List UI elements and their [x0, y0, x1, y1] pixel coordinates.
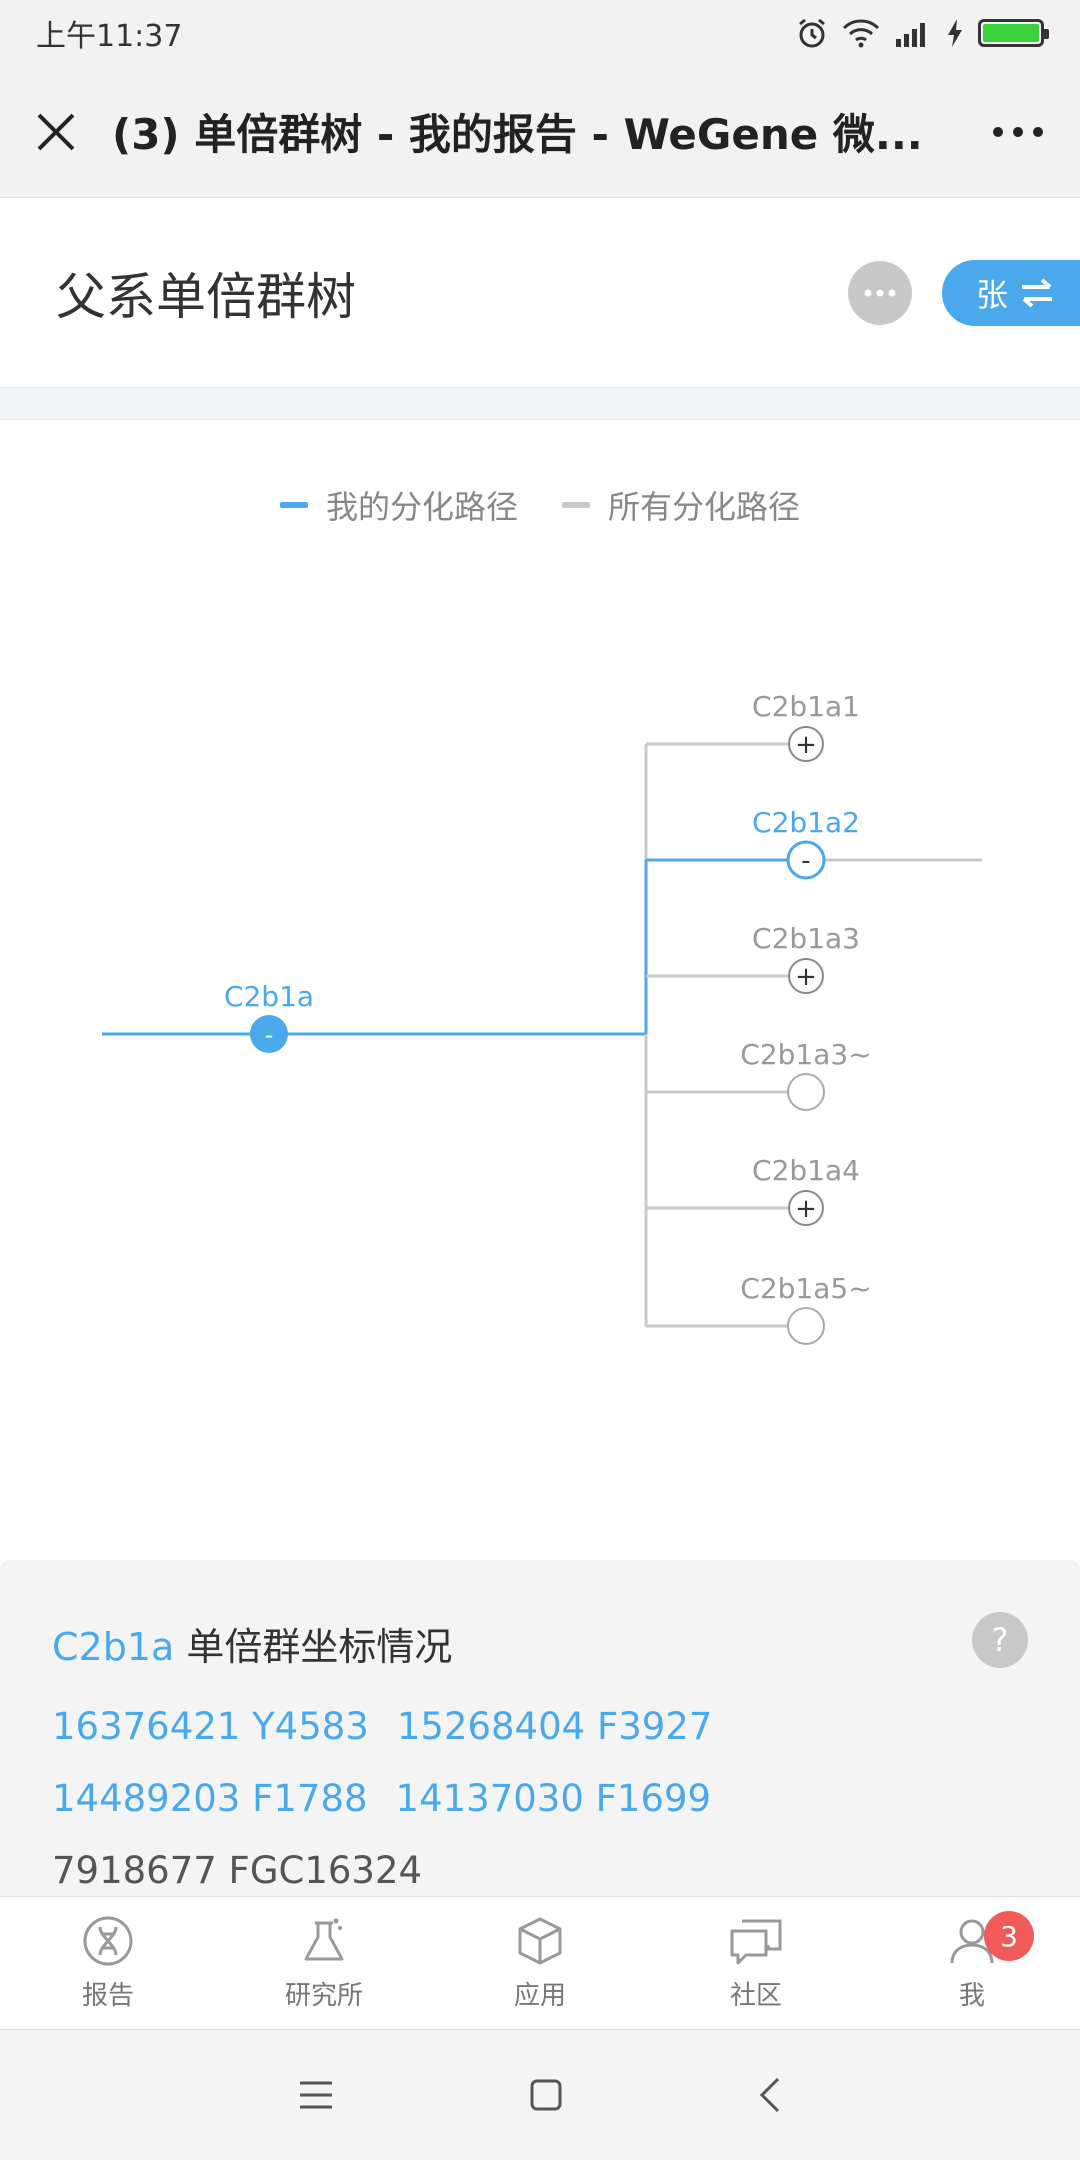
notification-badge: 3 — [984, 1911, 1034, 1961]
menu-icon[interactable] — [298, 2080, 334, 2110]
system-nav-bar — [0, 2030, 1080, 2160]
coordinates-list: 16376421 Y4583 15268404 F3927 14489203 F… — [52, 1700, 1042, 1898]
wifi-icon — [842, 19, 880, 48]
node-label-c2b1a5-tilde: C2b1a5~ — [740, 1272, 871, 1305]
home-icon[interactable] — [529, 2078, 563, 2112]
tab-label-apps: 应用 — [513, 1980, 566, 2011]
tab-label-me: 我 — [958, 1980, 985, 2011]
options-button[interactable] — [848, 260, 912, 325]
coordinates-panel: C2b1a 单倍群坐标情况 ? 16376421 Y4583 15268404 … — [0, 1560, 1080, 1896]
charging-icon — [948, 19, 962, 47]
haplogroup-tree: C2b1a - C2b1a1 + C2b1a2 - C2b1a3 + C2b1a… — [102, 690, 982, 1345]
coordinate-item[interactable]: 16376421 Y4583 — [52, 1705, 369, 1748]
coordinate-item[interactable]: 15268404 F3927 — [396, 1705, 713, 1748]
coordinate-item: 7918677 FGC16324 — [52, 1849, 423, 1892]
tab-report[interactable]: 报告 — [0, 1897, 216, 2029]
legend-swatch-all — [562, 502, 590, 508]
signal-icon — [896, 23, 925, 47]
tab-me[interactable]: 我 3 — [864, 1897, 1080, 2029]
help-button[interactable]: ? — [972, 1612, 1028, 1668]
legend-item-mine: 我的分化路径 — [279, 482, 518, 528]
section-title: 父系单倍群树 — [56, 267, 356, 326]
coordinates-title: C2b1a 单倍群坐标情况 — [52, 1616, 452, 1671]
switch-user-button[interactable]: 张 — [942, 259, 1080, 326]
node-toggle-root[interactable]: - — [250, 1015, 288, 1053]
box-icon — [518, 1917, 562, 1964]
coordinate-item[interactable]: 14489203 F1788 — [52, 1777, 368, 1820]
section-divider — [0, 388, 1080, 420]
more-options-button[interactable] — [956, 66, 1080, 198]
ellipsis-icon — [864, 289, 896, 296]
alarm-icon — [799, 18, 825, 48]
node-toggle-c2b1a1-symbol: + — [795, 730, 817, 760]
node-label-c2b1a2: C2b1a2 — [752, 806, 860, 839]
status-time: 上午11:37 — [36, 19, 183, 54]
dna-icon — [83, 1916, 133, 1965]
legend-swatch-mine — [279, 502, 308, 508]
tab-apps[interactable]: 应用 — [432, 1897, 648, 2029]
close-button[interactable] — [0, 66, 112, 198]
user-label: 张 — [976, 275, 1009, 314]
tab-lab[interactable]: 研究所 — [216, 1897, 432, 2029]
tab-label-lab: 研究所 — [284, 1980, 363, 2011]
close-icon — [37, 113, 75, 150]
node-label-c2b1a4: C2b1a4 — [752, 1154, 860, 1187]
battery-icon — [978, 19, 1049, 47]
coordinate-item[interactable]: 14137030 F1699 — [395, 1777, 712, 1820]
legend-label-all: 所有分化路径 — [608, 488, 801, 526]
node-toggle-c2b1a3-symbol: + — [795, 962, 817, 992]
node-toggle-c2b1a2[interactable]: - — [786, 840, 826, 880]
legend: 我的分化路径 所有分化路径 — [0, 480, 1080, 530]
tab-label-community: 社区 — [729, 1980, 782, 2011]
status-icons — [796, 17, 1049, 49]
node-toggle-c2b1a3[interactable]: + — [788, 958, 824, 994]
node-leaf-c2b1a3-tilde[interactable] — [787, 1073, 825, 1111]
legend-label-mine: 我的分化路径 — [325, 488, 518, 526]
node-label-c2b1a1: C2b1a1 — [752, 690, 860, 723]
legend-item-all: 所有分化路径 — [562, 482, 800, 528]
node-toggle-c2b1a4[interactable]: + — [788, 1190, 824, 1226]
tab-community[interactable]: 社区 — [648, 1897, 864, 2029]
node-toggle-c2b1a1[interactable]: + — [788, 726, 824, 762]
node-label-root: C2b1a — [224, 980, 314, 1013]
user-icon — [950, 1919, 994, 1963]
node-toggle-c2b1a2-symbol: - — [801, 846, 810, 876]
tab-label-report: 报告 — [81, 1980, 134, 2011]
status-bar: 上午11:37 — [0, 0, 1080, 66]
more-dots-icon — [993, 126, 1043, 137]
node-toggle-root-symbol: - — [265, 1021, 274, 1049]
tab-bar: 报告 研究所 应用 社区 我 3 — [0, 1896, 1080, 2030]
coordinates-haplogroup[interactable]: C2b1a — [52, 1625, 175, 1669]
node-toggle-c2b1a4-symbol: + — [795, 1194, 817, 1224]
node-leaf-c2b1a5-tilde[interactable] — [787, 1307, 825, 1345]
chat-icon — [730, 1919, 782, 1964]
node-label-c2b1a3-tilde: C2b1a3~ — [740, 1038, 871, 1071]
window-title: (3) 单倍群树 - 我的报告 - WeGene 微... — [112, 110, 923, 159]
swap-arrows-icon — [1022, 277, 1053, 308]
flask-icon — [304, 1918, 344, 1960]
section-header: 父系单倍群树 张 — [0, 198, 1080, 388]
node-label-c2b1a3: C2b1a3 — [752, 922, 860, 955]
title-bar: (3) 单倍群树 - 我的报告 - WeGene 微... — [0, 66, 1080, 198]
back-icon[interactable] — [758, 2076, 782, 2114]
coordinates-title-suffix: 单倍群坐标情况 — [186, 1625, 453, 1669]
